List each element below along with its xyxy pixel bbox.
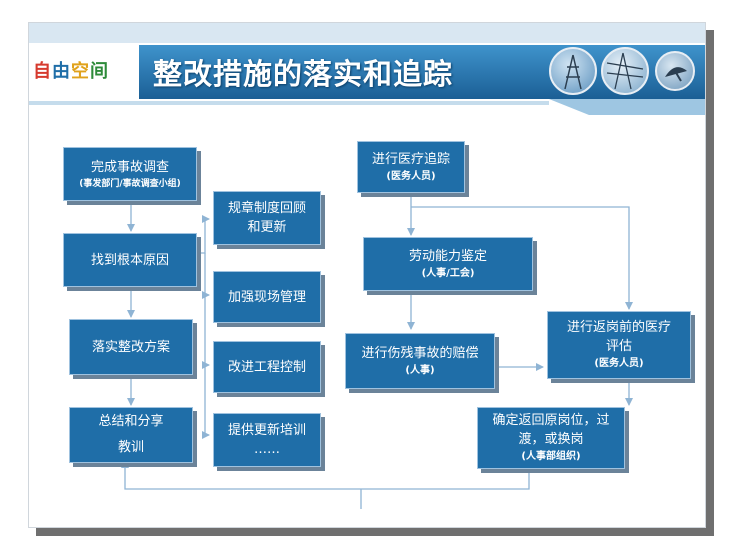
node-work-ability-assessment: 劳动能力鉴定 (人事/工会) [363,237,533,291]
node-implement-plan: 落实整改方案 [69,319,193,375]
node-label-line1: 提供更新培训 [227,423,306,438]
node-find-root-cause: 找到根本原因 [63,233,197,287]
node-update-training: 提供更新培训 …… [213,413,321,467]
node-label-line1: 总结和分享 [98,414,164,429]
node-label: 进行医疗追踪 [371,151,450,167]
node-return-post-decision: 确定返回原岗位，过 渡，或换岗 (人事部组织) [477,407,625,469]
satellite-dish-icon [655,51,695,91]
logo-char: 间 [90,61,109,82]
node-label-line1: 确定返回原岗位，过 [492,413,610,428]
node-complete-investigation: 完成事故调查 (事发部门/事故调查小组) [63,147,197,201]
node-engineering-control: 改进工程控制 [213,341,321,393]
node-return-medical-eval: 进行返岗前的医疗 评估 (医务人员) [547,311,691,379]
node-disability-compensation: 进行伤残事故的赔偿 (人事) [345,333,495,389]
connectors [121,193,633,509]
node-label-line2: …… [254,442,280,457]
logo-char: 由 [52,61,71,82]
node-medical-tracking: 进行医疗追踪 (医务人员) [357,141,465,193]
node-label: 完成事故调查 [90,159,169,175]
node-sublabel: (医务人员) [386,170,436,182]
node-label: 找到根本原因 [90,252,169,268]
node-sublabel: (医务人员) [594,358,644,369]
power-tower-icon [549,47,597,95]
node-label-line2: 渡，或换岗 [518,432,584,447]
node-sublabel: (人事) [405,364,435,376]
logo-char: 自 [33,61,52,82]
power-line-icon [601,47,649,95]
page-title: 整改措施的落实和追踪 [153,57,454,91]
node-sublabel: (人事/工会) [421,267,475,279]
node-label-line1: 规章制度回顾 [227,201,306,216]
node-sublabel: (事发部门/事故调查小组) [79,178,181,189]
node-label-line1: 进行返岗前的医疗 [566,320,671,335]
node-site-management: 加强现场管理 [213,271,321,323]
logo: 自由空间 [33,57,109,83]
node-label: 落实整改方案 [91,339,170,355]
node-rules-review: 规章制度回顾 和更新 [213,191,321,245]
node-sublabel: (人事部组织) [521,451,581,462]
node-label: 改进工程控制 [227,359,306,375]
node-label-line2: 和更新 [247,220,287,235]
node-label-line2: 评估 [605,339,632,354]
node-summarize-share: 总结和分享 教训 [69,407,193,463]
node-label: 加强现场管理 [227,289,306,305]
node-label-line2: 教训 [117,440,144,455]
node-label: 进行伤残事故的赔偿 [361,345,479,361]
node-label: 劳动能力鉴定 [408,248,487,264]
logo-char: 空 [71,61,90,82]
slide: 自由空间 整改措施的落实和追踪 [28,22,706,528]
